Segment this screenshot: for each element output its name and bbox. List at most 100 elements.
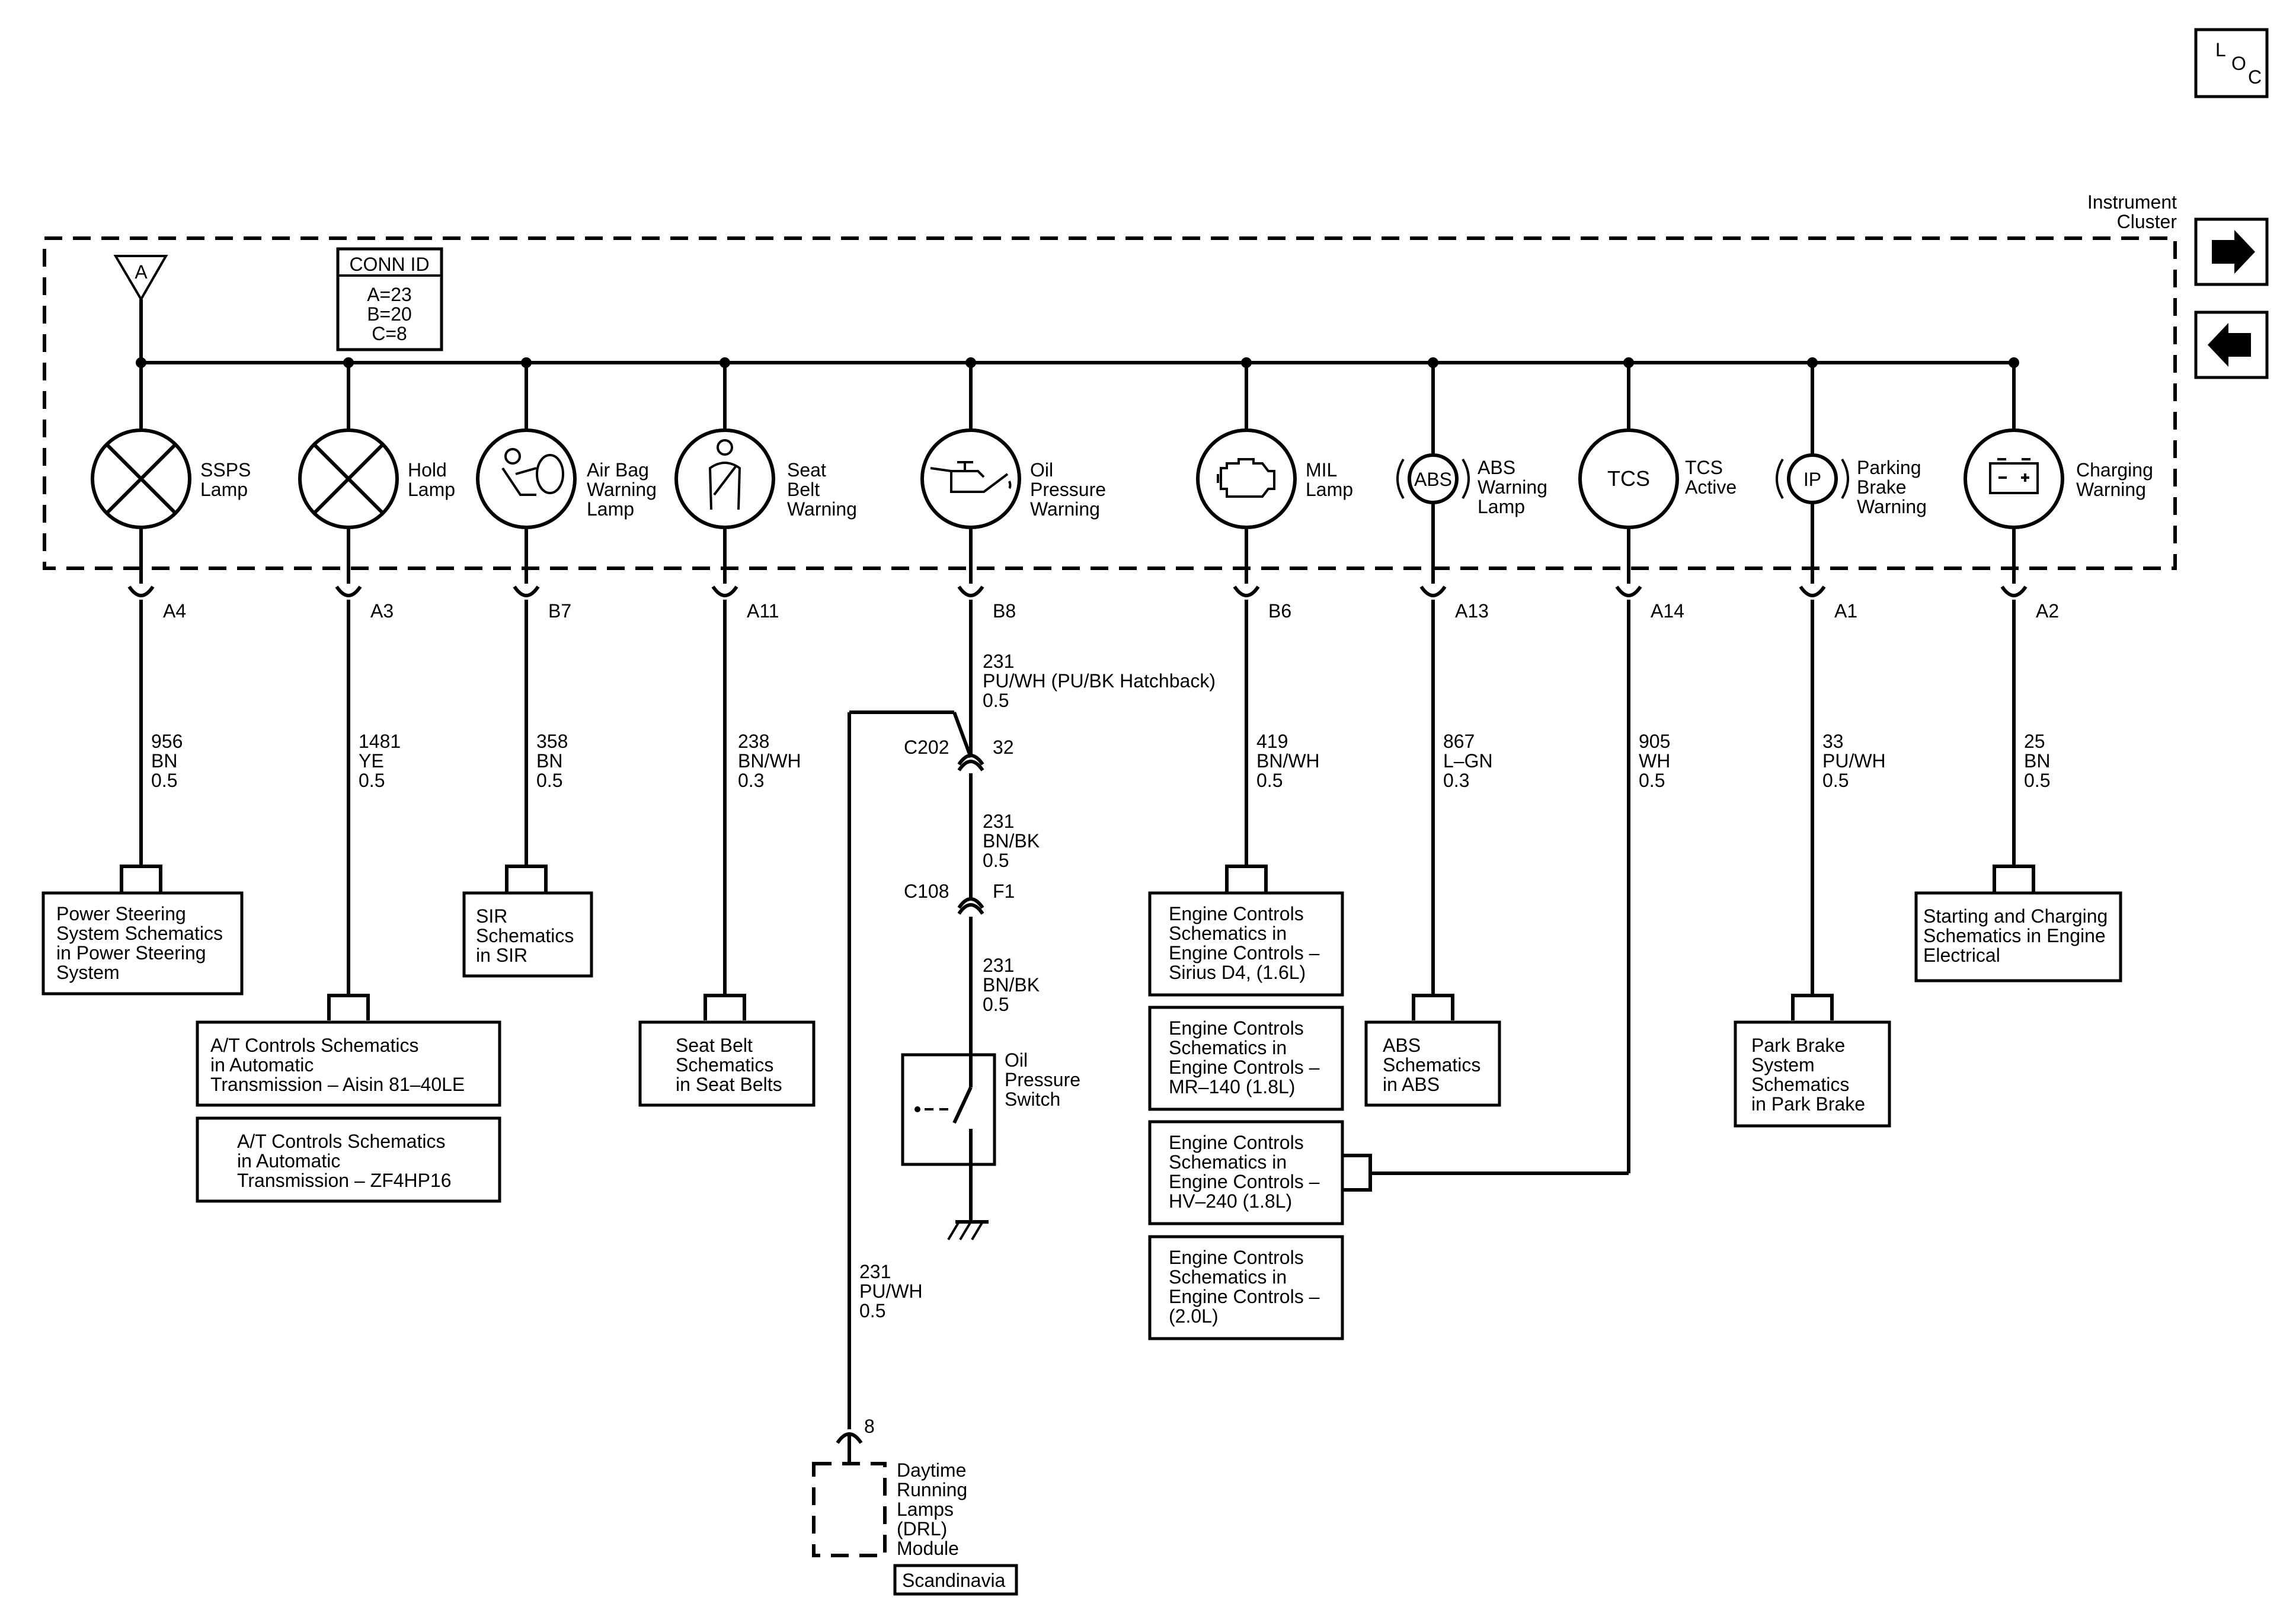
diagram-label: O — [2231, 53, 2246, 74]
diagram-label: A3 — [370, 600, 394, 622]
diagram-label: Lamps — [897, 1499, 954, 1520]
engine-icon — [1217, 458, 1275, 498]
ref-power-steering[interactable]: Power Steering System Schematics in Powe… — [41, 891, 244, 996]
instrument-cluster-outline — [43, 236, 2177, 570]
diagram-label: Schematics — [476, 925, 574, 946]
diagram-label: 0.5 — [1822, 770, 1849, 791]
diagram-label: (2.0L) — [1169, 1305, 1219, 1327]
diagram-label: 231 — [859, 1261, 891, 1282]
diagram-label: 905 — [1639, 731, 1670, 752]
ref-engine-mr140[interactable]: Engine Controls Schematics in Engine Con… — [1148, 1006, 1344, 1111]
ref-park-brake[interactable]: Park Brake System Schematics in Park Bra… — [1734, 1020, 1891, 1128]
hold-lamp — [298, 428, 399, 529]
diagram-label: 0.3 — [738, 770, 764, 791]
diagram-label: CONN ID — [349, 254, 429, 275]
diagram-label: MR–140 (1.8L) — [1169, 1076, 1295, 1097]
diagram-label: ABS — [1478, 457, 1515, 478]
diagram-label: ABS — [1414, 469, 1452, 490]
ref-engine-20[interactable]: Engine Controls Schematics in Engine Con… — [1148, 1235, 1344, 1340]
previous-page-button[interactable] — [2194, 311, 2269, 379]
diagram-label: ABS — [1383, 1035, 1421, 1056]
diagram-label: BN — [536, 750, 562, 772]
loc-icon[interactable]: L O C — [2194, 28, 2269, 98]
diagram-label: PU/WH — [1822, 750, 1886, 772]
diagram-label: Engine Controls — [1169, 903, 1304, 924]
ssps-lamp — [91, 428, 191, 529]
diagram-label: IP — [1803, 469, 1821, 490]
diagram-label: Lamp — [200, 479, 248, 500]
seat-belt-lamp — [674, 428, 775, 529]
diagram-label: BN/WH — [738, 750, 801, 772]
ref-seat-belts[interactable]: Seat Belt Schematics in Seat Belts — [638, 1020, 816, 1107]
diagram-label: Warning — [787, 498, 857, 520]
diagram-label: System — [1751, 1054, 1815, 1076]
diagram-label: TCS — [1607, 466, 1650, 491]
diagram-label: L–GN — [1443, 750, 1493, 772]
diagram-label: BN — [151, 750, 177, 772]
diagram-label: A — [135, 261, 148, 283]
diagram-label: Park Brake — [1751, 1035, 1845, 1056]
diagram-label: 1481 — [359, 731, 401, 752]
diagram-label: 0.5 — [1256, 770, 1283, 791]
diagram-label: 32 — [993, 737, 1014, 758]
ref-sir[interactable]: SIR Schematics in SIR — [462, 891, 593, 978]
diagram-label: C108 — [904, 881, 949, 902]
ref-at-aisin[interactable]: A/T Controls Schematics in Automatic Tra… — [196, 1020, 501, 1107]
diagram-label: System — [56, 962, 120, 983]
ref-at-zf[interactable]: A/T Controls Schematics in Automatic Tra… — [196, 1116, 501, 1203]
diagram-label: Schematics — [1383, 1054, 1480, 1076]
diagram-label: Lamp — [408, 479, 455, 500]
diagram-label: TCS — [1685, 457, 1723, 478]
ref-engine-sirius[interactable]: Engine Controls Schematics in Engine Con… — [1148, 891, 1344, 997]
diagram-label: BN — [2024, 750, 2050, 772]
diagram-label: A14 — [1651, 600, 1684, 622]
diagram-label: in Power Steering — [56, 942, 206, 964]
diagram-label: Oil — [1030, 459, 1053, 481]
diagram-label: A2 — [2036, 600, 2059, 622]
diagram-label: 0.5 — [983, 994, 1009, 1015]
diagram-label: Switch — [1005, 1089, 1060, 1110]
ref-starting-charging[interactable]: Starting and Charging Schematics in Engi… — [1914, 891, 2122, 982]
ref-abs[interactable]: ABS Schematics in ABS — [1364, 1020, 1501, 1107]
diagram-label: YE — [359, 750, 384, 772]
scandinavia-option-tag: Scandinavia — [893, 1564, 1018, 1596]
diagram-label: Lamp — [1478, 496, 1525, 517]
diagram-label: WH — [1639, 750, 1670, 772]
diagram-label: Pressure — [1005, 1069, 1080, 1090]
diagram-label: Electrical — [1923, 945, 2000, 966]
diagram-label: Schematics — [676, 1054, 773, 1076]
airbag-icon — [501, 448, 564, 496]
diagram-label: 33 — [1822, 731, 1844, 752]
diagram-label: A13 — [1455, 600, 1489, 622]
diagram-label: A1 — [1834, 600, 1857, 622]
diagram-label: 238 — [738, 731, 769, 752]
parking-brake-lamp: IP — [1776, 453, 1849, 504]
diagram-label: HV–240 (1.8L) — [1169, 1190, 1292, 1212]
next-page-button[interactable] — [2194, 217, 2269, 286]
diagram-label: SSPS — [200, 459, 251, 481]
diagram-label: Module — [897, 1538, 959, 1559]
diagram-label: SIR — [476, 905, 507, 927]
module-label: Instrument — [2087, 191, 2177, 213]
diagram-label: B=20 — [367, 303, 412, 325]
ref-engine-hv240[interactable]: Engine Controls Schematics in Engine Con… — [1148, 1120, 1344, 1225]
diagram-label: Parking — [1857, 457, 1921, 478]
diagram-label: B8 — [993, 600, 1016, 622]
diagram-label: Engine Controls — [1169, 1132, 1304, 1153]
diagram-label: B7 — [548, 600, 571, 622]
diagram-label: Active — [1685, 476, 1737, 498]
diagram-label: Seat Belt — [676, 1035, 753, 1056]
diagram-label: Lamp — [587, 498, 634, 520]
diagram-label: 0.5 — [983, 850, 1009, 871]
airbag-lamp — [476, 428, 577, 529]
diagram-label: BN/WH — [1256, 750, 1320, 772]
diagram-label: Charging — [2076, 459, 2153, 481]
diagram-label: Schematics in — [1169, 1037, 1287, 1058]
diagram-label: Engine Controls – — [1169, 1286, 1320, 1307]
diagram-label: in ABS — [1383, 1074, 1440, 1095]
diagram-label: BN/BK — [983, 830, 1040, 852]
mil-lamp — [1196, 428, 1297, 529]
diagram-label: C=8 — [372, 323, 407, 344]
oil-can-icon — [930, 461, 1012, 493]
